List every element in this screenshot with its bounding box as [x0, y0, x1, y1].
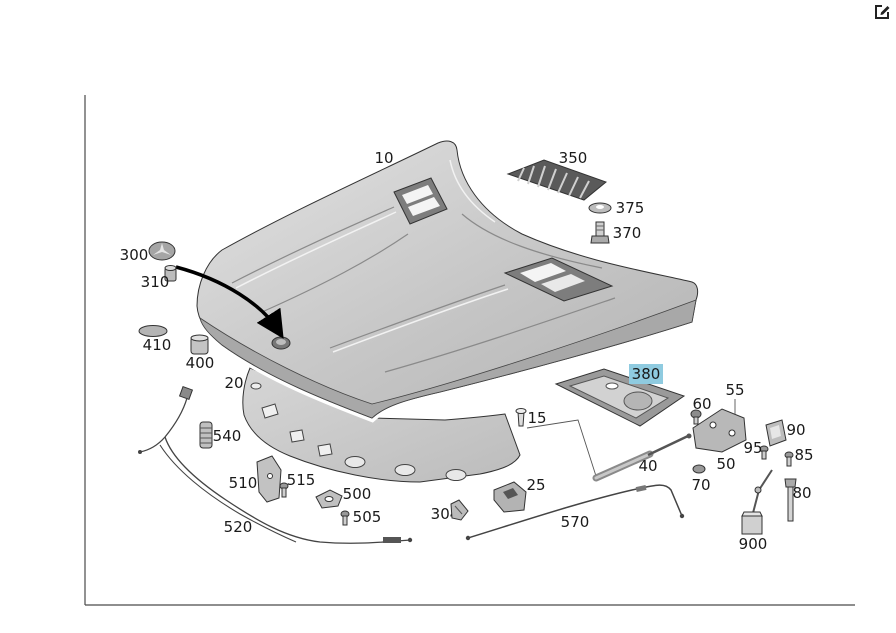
part-500 — [315, 489, 343, 509]
part-release-cable-520 — [138, 385, 413, 544]
part-bracket-510 — [256, 455, 282, 503]
part-hood-latch — [692, 399, 747, 453]
part-washer — [588, 202, 612, 214]
callout-380[interactable]: 380 — [632, 365, 661, 383]
part-seal-410 — [138, 325, 168, 337]
part-clip-15 — [515, 408, 597, 477]
part-540 — [199, 421, 213, 449]
callout-25[interactable]: 25 — [526, 476, 545, 494]
callout-375[interactable]: 375 — [616, 199, 645, 217]
callout-370[interactable]: 370 — [613, 224, 642, 242]
part-latch-plate — [554, 368, 686, 427]
part-bolt-95 — [759, 445, 769, 460]
callout-60[interactable]: 60 — [692, 395, 711, 413]
callout-900[interactable]: 900 — [739, 535, 768, 553]
part-bolt-370 — [590, 221, 610, 244]
callout-40[interactable]: 40 — [638, 457, 657, 475]
callout-350[interactable]: 350 — [559, 149, 588, 167]
edit-icon — [875, 5, 890, 19]
callout-540[interactable]: 540 — [213, 427, 242, 445]
callout-50[interactable]: 50 — [716, 455, 735, 473]
part-rod-80 — [784, 478, 797, 522]
part-bracket-90 — [765, 419, 787, 447]
callout-510[interactable]: 510 — [229, 474, 258, 492]
callout-310[interactable]: 310 — [141, 273, 170, 291]
callout-505[interactable]: 505 — [353, 508, 382, 526]
callout-95[interactable]: 95 — [743, 439, 762, 457]
part-900 — [741, 511, 763, 535]
callout-10[interactable]: 10 — [374, 149, 393, 167]
callout-70[interactable]: 70 — [691, 476, 710, 494]
callout-55[interactable]: 55 — [725, 381, 744, 399]
edit-button[interactable] — [873, 3, 891, 21]
callout-500[interactable]: 500 — [343, 485, 372, 503]
callout-520[interactable]: 520 — [224, 518, 253, 536]
callout-20[interactable]: 20 — [224, 374, 243, 392]
part-bolt-85 — [784, 451, 794, 467]
callout-400[interactable]: 400 — [186, 354, 215, 372]
part-clip-304 — [450, 499, 469, 521]
part-emblem — [148, 241, 176, 261]
callout-410[interactable]: 410 — [143, 336, 172, 354]
part-bolt-60 — [690, 409, 702, 425]
callout-570[interactable]: 570 — [561, 513, 590, 531]
callout-300[interactable]: 300 — [120, 246, 149, 264]
mount-arrow — [175, 265, 284, 339]
part-buffer-400 — [190, 334, 209, 355]
callout-15[interactable]: 15 — [527, 409, 546, 427]
part-gas-strut — [592, 433, 692, 482]
part-vent-grille — [506, 159, 608, 201]
part-25 — [493, 481, 527, 513]
part-grommet-310 — [164, 265, 177, 282]
part-cable-570 — [465, 484, 685, 541]
part-bolt-515 — [279, 482, 289, 498]
callout-515[interactable]: 515 — [287, 471, 316, 489]
part-bolt-505 — [340, 510, 350, 526]
callout-80[interactable]: 80 — [792, 484, 811, 502]
part-hood — [192, 137, 702, 423]
callout-90[interactable]: 90 — [786, 421, 805, 439]
part-nut-70 — [692, 464, 706, 474]
callout-380-highlight — [629, 364, 663, 384]
callout-85[interactable]: 85 — [794, 446, 813, 464]
